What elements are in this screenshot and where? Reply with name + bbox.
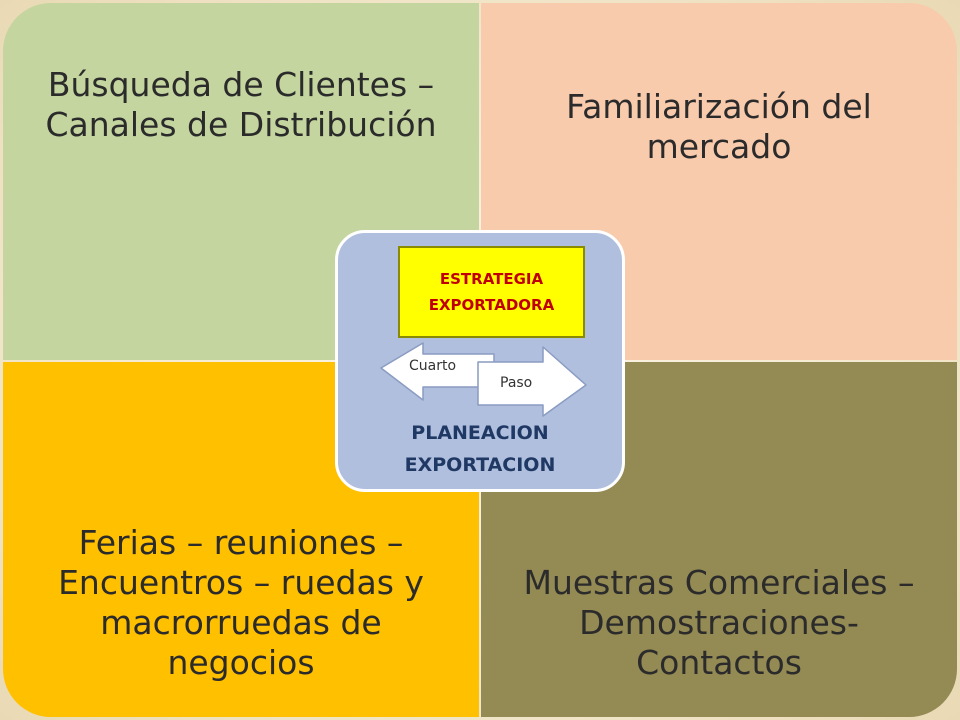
double-arrow-icon	[380, 342, 587, 417]
right-arrow-icon	[477, 346, 587, 417]
center-title-line-1: PLANEACION	[411, 422, 549, 444]
strategy-line-1: ESTRATEGIA	[439, 270, 544, 288]
quadrant-bottom-right-text: Muestras Comerciales – Demostraciones- C…	[523, 563, 915, 682]
quadrant-top-left: Búsqueda de Clientes – Canales de Distri…	[3, 3, 479, 360]
quadrant-top-right-text: Familiarización del mercado	[566, 87, 872, 166]
center-title: PLANEACION EXPORTACION	[340, 417, 620, 481]
center-title-line-2: EXPORTACION	[404, 454, 556, 476]
quadrant-bottom-left-text: Ferias – reuniones – Encuentros – ruedas…	[58, 523, 424, 682]
arrow-left-label: Cuarto	[409, 358, 457, 374]
quadrant-top-left-text: Búsqueda de Clientes – Canales de Distri…	[45, 65, 437, 144]
strategy-box: ESTRATEGIA EXPORTADORA	[398, 246, 585, 338]
strategy-line-2: EXPORTADORA	[428, 296, 555, 314]
arrow-right-label: Paso	[500, 375, 533, 391]
